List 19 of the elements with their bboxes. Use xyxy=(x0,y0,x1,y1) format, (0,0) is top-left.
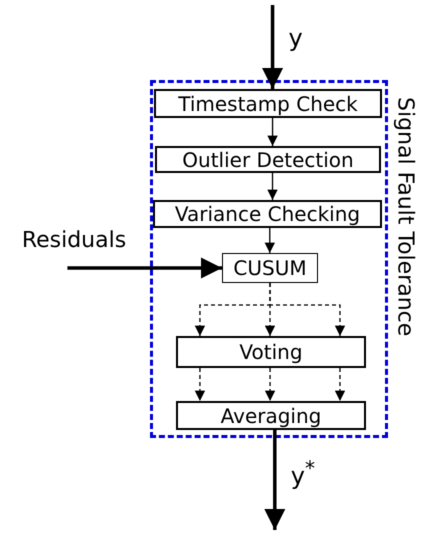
arrow xyxy=(334,368,346,401)
process-box: CUSUM xyxy=(222,253,318,283)
process-box: Variance Checking xyxy=(153,200,382,228)
input-label: Residuals xyxy=(8,228,140,268)
process-box: Timestamp Check xyxy=(154,89,382,118)
arrow xyxy=(262,5,284,89)
arrow xyxy=(264,430,286,530)
arrow xyxy=(269,283,346,336)
process-box: Voting xyxy=(176,336,366,368)
arrow xyxy=(67,258,222,278)
edge-label: y$^{*}$ xyxy=(290,458,315,488)
arrow xyxy=(267,118,278,146)
arrow xyxy=(264,228,275,253)
group-title: Signal Fault Tolerance xyxy=(391,97,418,336)
arrow xyxy=(264,368,276,401)
arrow xyxy=(267,173,278,200)
process-box: Averaging xyxy=(176,401,366,430)
process-box: Outlier Detection xyxy=(155,146,381,173)
arrow xyxy=(194,368,206,401)
